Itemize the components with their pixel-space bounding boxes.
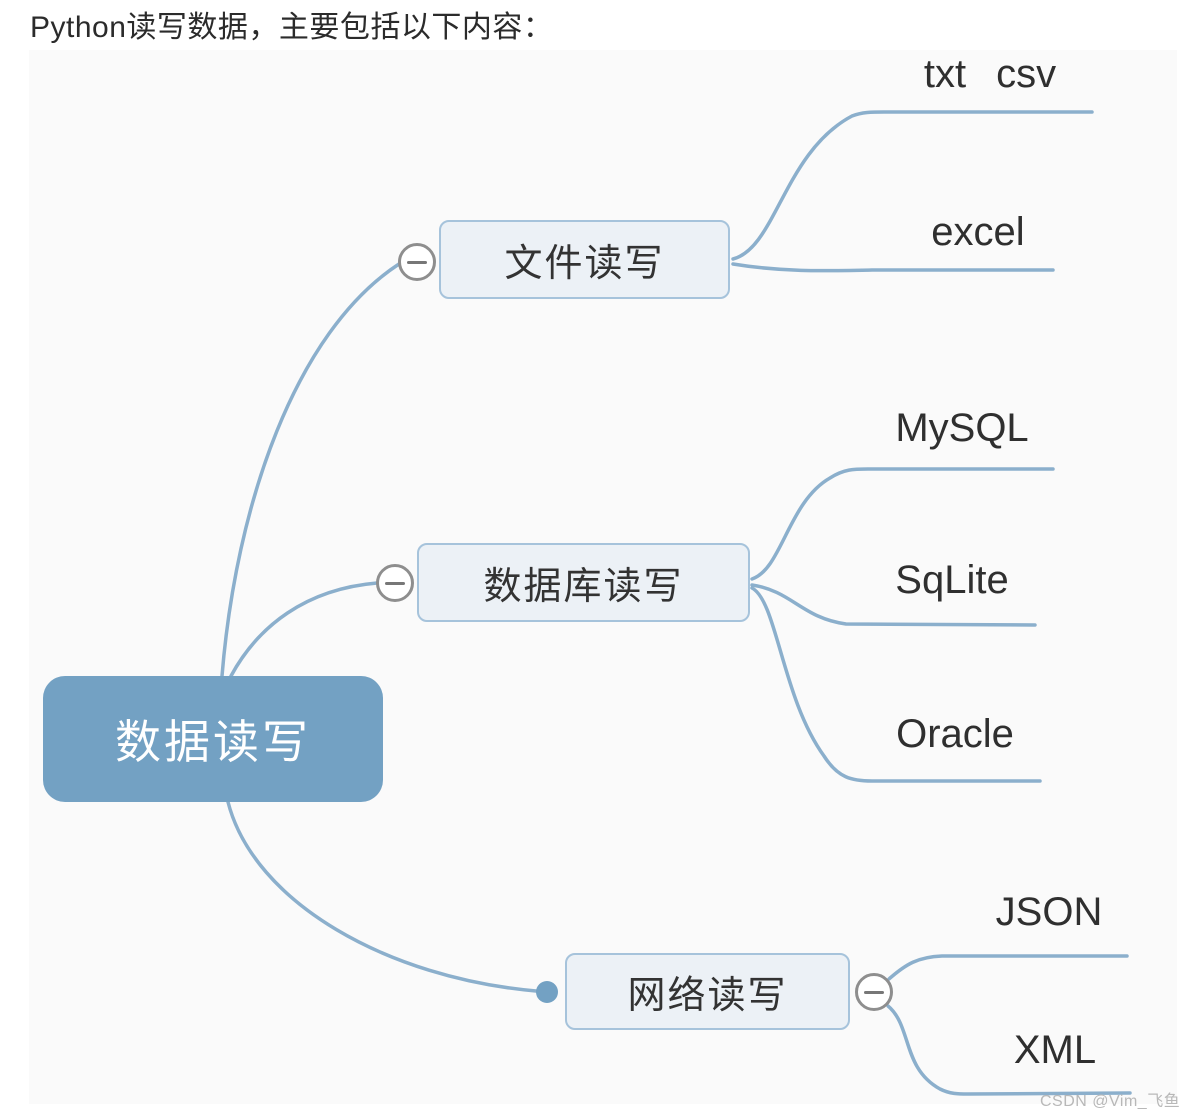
minus-icon — [385, 581, 405, 585]
leaf-json[interactable]: JSON — [995, 890, 1103, 934]
leaf-group-txt-csv: txt csv — [880, 52, 1100, 97]
leaf-sqlite[interactable]: SqLite — [895, 558, 1009, 602]
leaf-mysql[interactable]: MySQL — [895, 406, 1029, 450]
leaf-csv[interactable]: csv — [996, 52, 1057, 96]
root-node[interactable]: 数据读写 — [43, 676, 383, 802]
branch-node-net-label: 网络读写 — [627, 975, 788, 1017]
minus-icon — [864, 990, 884, 994]
watermark: CSDN @Vim_飞鱼 — [1040, 1093, 1181, 1110]
root-node-label: 数据读写 — [115, 716, 311, 768]
branch-node-file[interactable]: 文件读写 — [439, 220, 730, 299]
leaf-xml[interactable]: XML — [1013, 1028, 1097, 1072]
branch-node-net[interactable]: 网络读写 — [565, 953, 850, 1030]
leaf-oracle[interactable]: Oracle — [896, 712, 1014, 756]
leaf-excel[interactable]: excel — [931, 210, 1025, 254]
leaf-txt[interactable]: txt — [923, 52, 967, 96]
branch-node-db[interactable]: 数据库读写 — [417, 543, 750, 622]
collapse-button-db[interactable] — [376, 564, 414, 602]
minus-icon — [407, 260, 427, 264]
collapse-button-net[interactable] — [855, 973, 893, 1011]
branch-connector-dot — [536, 981, 558, 1003]
branch-node-db-label: 数据库读写 — [483, 566, 684, 608]
collapse-button-file[interactable] — [398, 243, 436, 281]
page-title: Python读写数据，主要包括以下内容： — [30, 11, 554, 44]
branch-node-file-label: 文件读写 — [504, 243, 665, 285]
